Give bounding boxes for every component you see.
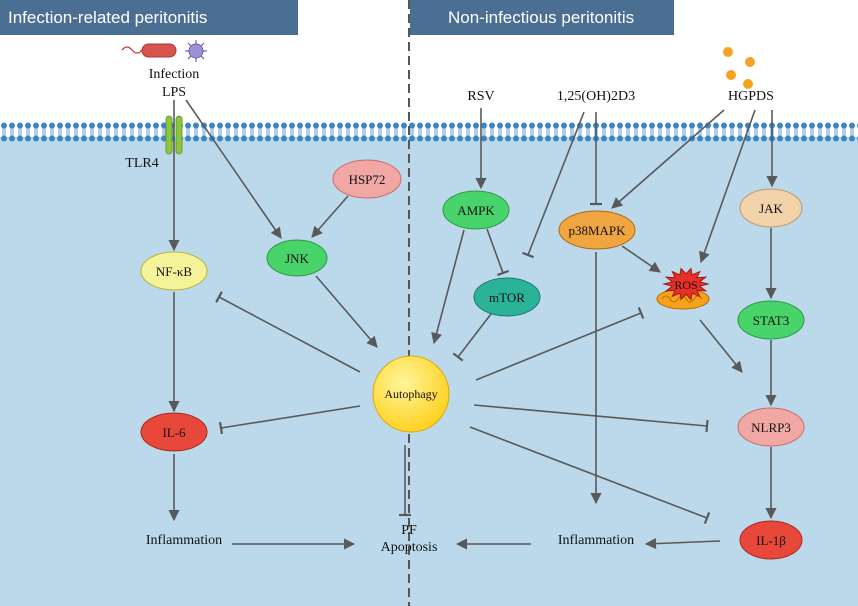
hsp72-label: HSP72 [349, 172, 386, 187]
ampk-node [442, 190, 510, 230]
edge-lps-jnk [185, 99, 282, 239]
vitd-label: 1,25(OH)2D3 [556, 89, 636, 104]
il6-node [140, 412, 208, 452]
edge-vitd-p38mapk [590, 112, 602, 206]
mtor-node [473, 277, 541, 317]
pf-label: PF [401, 523, 417, 538]
edge-hsp72-jnk [311, 195, 349, 238]
edge-jnk-autophagy [315, 275, 378, 348]
stat3-label: STAT3 [753, 313, 790, 328]
jnk-label: JNK [285, 251, 309, 266]
edge-autophagy-pf [399, 445, 411, 517]
p38mapk-label: p38MAPK [568, 223, 626, 238]
nlrp3-label: NLRP3 [751, 420, 791, 435]
edge-vitd-mtor [522, 111, 585, 259]
header-non-infectious: Non-infectious peritonitis [410, 0, 674, 35]
edge-autophagy-nlrp3 [473, 404, 709, 433]
glucose-particles-icon [723, 47, 755, 89]
tlr4-label: TLR4 [125, 156, 159, 171]
il6-label: IL-6 [162, 425, 186, 440]
nfkb-node [140, 251, 208, 291]
edge-il1b-inflammation [644, 537, 721, 550]
jak-label: JAK [759, 201, 783, 216]
mtor-label: mTOR [489, 290, 525, 305]
hgpds-label: HGPDS [728, 89, 774, 104]
stat3-node [737, 300, 805, 340]
hsp72-node [332, 159, 402, 199]
jnk-node [266, 239, 328, 277]
virus-icon [185, 40, 207, 62]
nlrp3-node [737, 407, 805, 447]
autophagy-label: Autophagy [384, 387, 437, 401]
jak-node [739, 188, 803, 228]
edge-ampk-mtor [486, 228, 510, 277]
nfkb-label: NF-κB [156, 264, 192, 279]
edge-autophagy-nfkb [215, 291, 361, 373]
p38mapk-node [558, 210, 636, 250]
edge-autophagy-il1b [469, 426, 711, 524]
infection-label: Infection [148, 67, 200, 82]
tlr4-receptor [165, 115, 183, 155]
bacterium-icon [121, 43, 177, 58]
autophagy-node [372, 355, 450, 433]
edge-p38mapk-ros [621, 245, 661, 273]
apoptosis-label: Apoptosis [380, 540, 438, 555]
rsv-label: RSV [467, 89, 495, 104]
edge-mtor-autophagy [452, 313, 492, 362]
edge-hgpds-p38mapk [611, 109, 725, 209]
lps-label: LPS [161, 85, 187, 100]
edge-autophagy-ros [475, 307, 645, 381]
edge-ampk-autophagy [431, 229, 465, 345]
inflammation-right-label: Inflammation [557, 533, 635, 548]
ros-label: ROS [674, 278, 697, 292]
header-infection-related: Infection-related peritonitis [0, 0, 298, 35]
il1b-label: IL-1β [756, 533, 786, 548]
ros-burst-icon [662, 267, 710, 301]
edge-autophagy-il6 [218, 405, 361, 435]
cell-membrane [0, 122, 858, 142]
edge-ros-nlrp3 [699, 319, 743, 373]
il1b-node [739, 520, 803, 560]
inflammation-left-label: Inflammation [145, 533, 223, 548]
ampk-label: AMPK [457, 203, 495, 218]
edge-hgpds-ros [699, 109, 756, 264]
